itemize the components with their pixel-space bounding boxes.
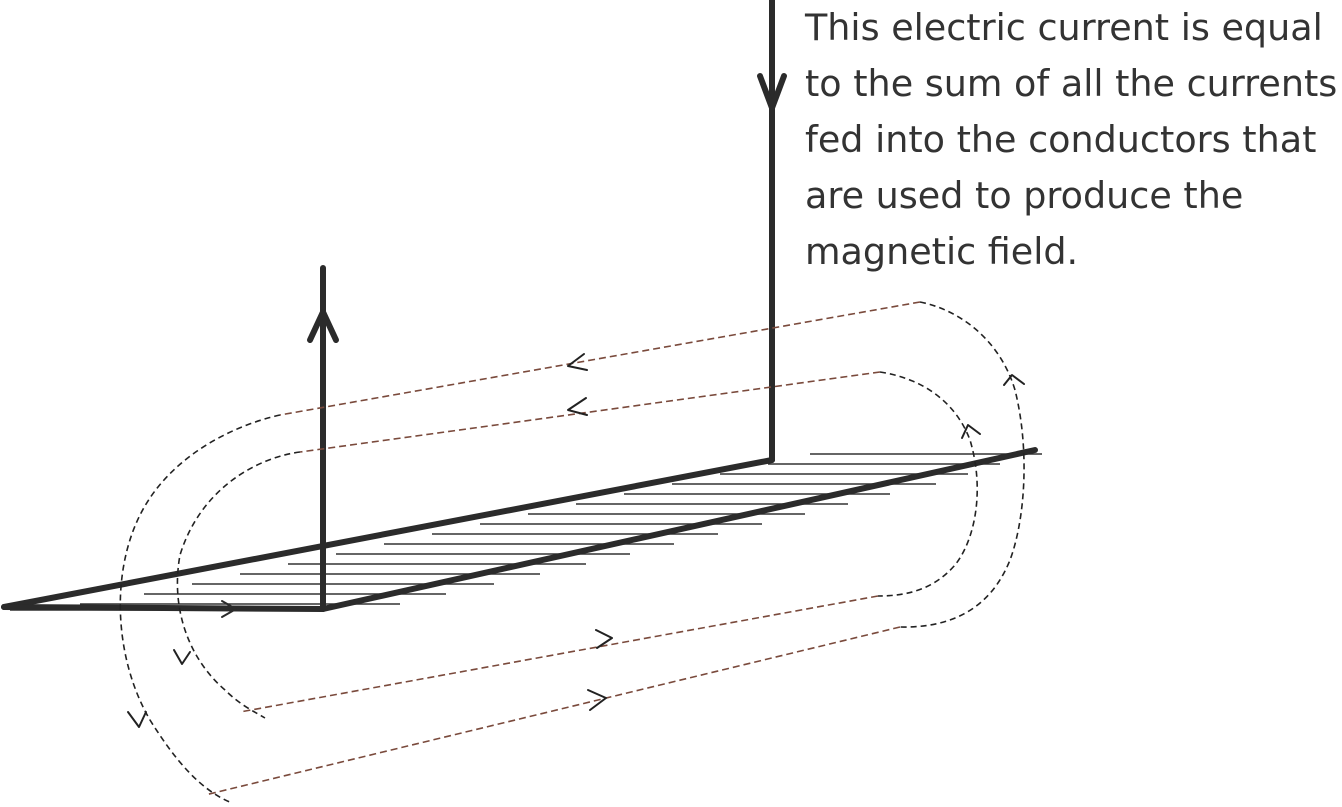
magnetic-field-loops <box>119 301 1025 804</box>
field-arrow-top-outer-icon <box>567 353 588 371</box>
magnetic-field-axial-lines <box>204 301 921 796</box>
sheet-lower-edge <box>320 447 1038 612</box>
caption-line-4: are used to produce the <box>805 174 1244 217</box>
field-loop-inner-right <box>877 371 979 597</box>
field-arrowheads <box>127 353 1025 728</box>
sheet-current-arrow <box>221 600 237 618</box>
sheet-upper-edge <box>1 457 775 610</box>
field-arrow-bottom-outer-icon <box>587 689 607 711</box>
conductor-arrowheads <box>307 73 787 343</box>
field-line-bottom-inner <box>239 595 879 713</box>
field-arrow-left-inner-icon <box>173 649 191 665</box>
up-arrow-icon <box>307 309 339 343</box>
caption-line-1: This electric current is equal <box>805 6 1323 49</box>
field-line-top-outer <box>279 301 921 416</box>
current-caption: This electric current is equal to the su… <box>805 0 1340 280</box>
field-arrow-bottom-inner-icon <box>595 629 613 649</box>
field-arrow-left-outer-icon <box>127 711 147 728</box>
field-arrow-top-inner-icon <box>567 397 588 416</box>
field-loop-outer-right <box>899 301 1025 628</box>
field-arrow-right-inner-icon <box>961 424 981 439</box>
caption-line-2: to the sum of all the currents <box>805 62 1338 105</box>
down-arrow-icon <box>757 73 787 111</box>
caption-line-3: fed into the conductors that <box>805 118 1317 161</box>
current-sheet-hatching <box>10 453 1042 611</box>
field-loop-inner-left <box>176 451 301 719</box>
field-line-bottom-outer <box>204 626 901 796</box>
sheet-left-edge <box>1 604 326 612</box>
conductor-frame <box>1 0 1038 612</box>
right-arrow-icon <box>221 600 237 618</box>
field-arrow-right-outer-icon <box>1003 374 1025 386</box>
caption-line-5: magnetic field. <box>805 230 1079 273</box>
field-loop-outer-left <box>119 414 281 804</box>
field-line-top-inner <box>299 371 881 453</box>
